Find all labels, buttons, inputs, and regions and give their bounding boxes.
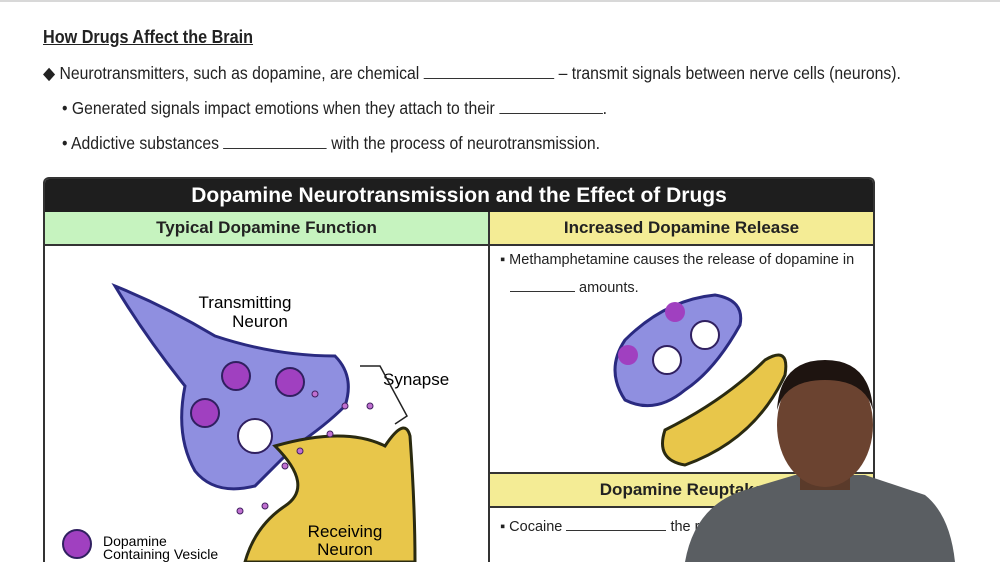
presenter-face bbox=[777, 363, 873, 487]
legend-vesicle-icon bbox=[62, 529, 92, 559]
meth-text-2: amounts. bbox=[510, 277, 639, 296]
label-neuron: Neuron bbox=[232, 312, 288, 331]
legend-label-1: Dopamine bbox=[103, 533, 167, 549]
bullet-2-text-end: . bbox=[602, 98, 608, 118]
blank bbox=[223, 134, 327, 149]
meth-text: ▪ Methamphetamine causes the release of … bbox=[500, 252, 855, 268]
bullet-2-text: Generated signals impact emotions when t… bbox=[71, 98, 495, 118]
label-synapse: Synapse bbox=[383, 370, 449, 389]
bullet-1: ◆ Neurotransmitters, such as dopamine, a… bbox=[43, 63, 901, 84]
label-receiving: Receiving bbox=[308, 522, 383, 541]
vesicle bbox=[665, 302, 685, 322]
receiving-neuron bbox=[661, 353, 788, 467]
presenter-hair bbox=[777, 360, 873, 410]
bullet-2: • Generated signals impact emotions when… bbox=[62, 98, 607, 119]
vesicle bbox=[618, 345, 638, 365]
bullet-3-text-end: with the process of neurotransmission. bbox=[331, 133, 601, 153]
cocaine-b: the r bbox=[670, 519, 700, 535]
table-title: Dopamine Neurotransmission and the Effec… bbox=[45, 179, 873, 212]
blank bbox=[499, 99, 603, 114]
meth-diagram bbox=[613, 293, 788, 467]
cocaine-text: ▪ Cocaine the r bbox=[500, 516, 699, 535]
vesicle bbox=[190, 398, 220, 428]
bullet-icon: • bbox=[62, 133, 68, 153]
header-increased: Increased Dopamine Release bbox=[490, 212, 873, 246]
diamond-bullet-icon: ◆ bbox=[43, 63, 56, 83]
top-border bbox=[0, 0, 1000, 2]
blank bbox=[510, 277, 575, 292]
vesicle bbox=[275, 367, 305, 397]
bullet-1-text: Neurotransmitters, such as dopamine, are… bbox=[59, 63, 420, 83]
label-transmitting: Transmitting bbox=[199, 293, 292, 312]
dopamine-molecules bbox=[236, 390, 374, 515]
page-title: How Drugs Affect the Brain bbox=[43, 27, 254, 47]
cocaine-a: Cocaine bbox=[509, 519, 563, 535]
synapse-diagram: Transmitting Neuron Synapse Receiving Ne… bbox=[62, 282, 449, 562]
meth-text-b: amounts. bbox=[579, 280, 639, 296]
bullet-1-text-end: – transmit signals between nerve cells (… bbox=[558, 63, 901, 83]
open-vesicle bbox=[237, 418, 273, 454]
bullet-3-text: Addictive substances bbox=[71, 133, 220, 153]
bullet-icon: • bbox=[62, 98, 68, 118]
open-vesicle bbox=[690, 320, 720, 350]
presenter-video bbox=[685, 360, 955, 562]
meth-text-a: Methamphetamine causes the release of do… bbox=[509, 252, 855, 268]
label-receiving-neuron: Neuron bbox=[317, 540, 373, 559]
blank bbox=[566, 516, 667, 531]
open-vesicle bbox=[652, 345, 682, 375]
blank bbox=[423, 64, 555, 79]
header-typical: Typical Dopamine Function bbox=[45, 212, 488, 246]
synapse-bracket bbox=[360, 365, 408, 425]
receiving-neuron bbox=[243, 426, 417, 562]
dopamine-table: Dopamine Neurotransmission and the Effec… bbox=[43, 177, 875, 562]
vesicle bbox=[221, 361, 251, 391]
column-divider bbox=[488, 212, 490, 562]
bullet-3: • Addictive substances with the process … bbox=[62, 133, 600, 154]
presenter-shirt bbox=[685, 475, 955, 562]
legend-label-2: Containing Vesicle bbox=[103, 546, 218, 562]
